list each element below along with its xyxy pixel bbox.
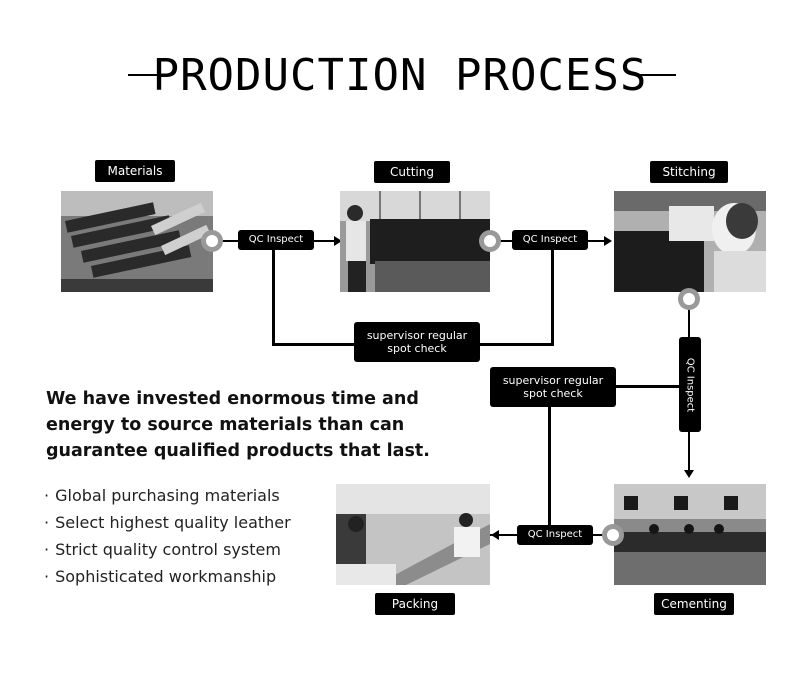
materials-photo: [61, 191, 213, 292]
step-label-cutting: Cutting: [374, 161, 450, 183]
step-label-packing: Packing: [375, 593, 455, 615]
qc-inspect-tag: QC Inspect: [512, 230, 588, 250]
spot-check2-vertical: [548, 405, 551, 527]
arrow-left-icon: [491, 530, 499, 540]
connector-node: [678, 288, 700, 310]
list-item: Global purchasing materials: [44, 482, 291, 509]
title-rule-left: [128, 74, 164, 76]
title-rule-right: [640, 74, 676, 76]
spot-check2-horizontal: [615, 385, 690, 388]
stitching-photo: [614, 191, 766, 292]
qc-inspect-tag: QC Inspect: [238, 230, 314, 250]
spot-check-box: supervisor regular spot check: [490, 367, 616, 407]
step-label-materials: Materials: [95, 160, 175, 182]
list-item: Select highest quality leather: [44, 509, 291, 536]
arrow-down-icon: [684, 470, 694, 478]
cutting-photo: [340, 191, 490, 292]
spot-check-bottom-left: [272, 343, 354, 346]
packing-photo: [336, 484, 490, 585]
spot-check-box: supervisor regular spot check: [354, 322, 480, 362]
spot-check-bottom-right: [480, 343, 554, 346]
qc-inspect-tag-vertical: QC Inspect: [679, 337, 701, 432]
connector-node: [201, 230, 223, 252]
qc-inspect-tag: QC Inspect: [517, 525, 593, 545]
spot-check-left-vertical: [272, 250, 275, 346]
connector-node: [602, 524, 624, 546]
page-title: PRODUCTION PROCESS: [152, 50, 648, 101]
arrow-right-icon: [604, 236, 612, 246]
list-item: Strict quality control system: [44, 536, 291, 563]
headline: We have invested enormous time and energ…: [46, 389, 430, 461]
feature-list: Global purchasing materials Select highe…: [44, 482, 291, 590]
cementing-photo: [614, 484, 766, 585]
list-item: Sophisticated workmanship: [44, 563, 291, 590]
connector-node: [479, 230, 501, 252]
step-label-stitching: Stitching: [650, 161, 728, 183]
arrow-right-icon: [334, 236, 342, 246]
spot-check-right-vertical: [551, 250, 554, 346]
step-label-cementing: Cementing: [654, 593, 734, 615]
